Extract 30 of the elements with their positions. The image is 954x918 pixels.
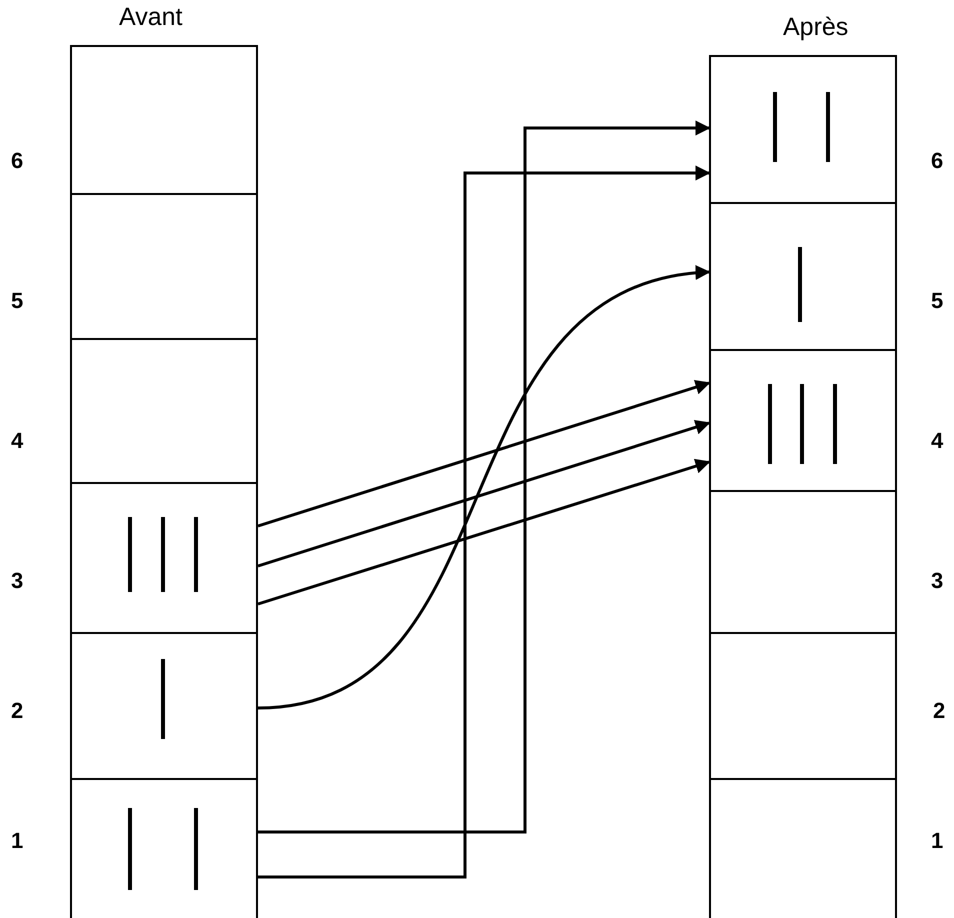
row-number: 1 <box>11 828 24 854</box>
stack-cell <box>709 349 897 492</box>
arrow <box>258 458 710 606</box>
row-number: 4 <box>11 428 24 454</box>
row-number: 6 <box>11 148 24 174</box>
row-number: 5 <box>931 288 944 314</box>
stack-cell <box>70 632 258 780</box>
stack-cell <box>70 45 258 195</box>
stack-cell <box>70 482 258 634</box>
stack-cell <box>709 632 897 780</box>
row-number: 5 <box>11 288 24 314</box>
row-number: 2 <box>933 698 946 724</box>
stack-cell <box>709 55 897 204</box>
arrow <box>258 266 710 710</box>
row-number: 2 <box>11 698 24 724</box>
stack-cell <box>709 490 897 634</box>
column-heading: Avant <box>119 3 182 32</box>
row-number: 3 <box>931 568 944 594</box>
stack-cell <box>70 338 258 484</box>
row-number: 4 <box>931 428 944 454</box>
stack-cell <box>70 778 258 918</box>
row-number: 6 <box>931 148 944 174</box>
stack-cell <box>709 202 897 351</box>
row-number: 3 <box>11 568 24 594</box>
stack-cell <box>709 778 897 918</box>
arrow <box>258 420 710 568</box>
arrow <box>258 380 710 528</box>
row-number: 1 <box>931 828 944 854</box>
column-heading: Après <box>783 13 848 42</box>
stack-cell <box>70 193 258 340</box>
